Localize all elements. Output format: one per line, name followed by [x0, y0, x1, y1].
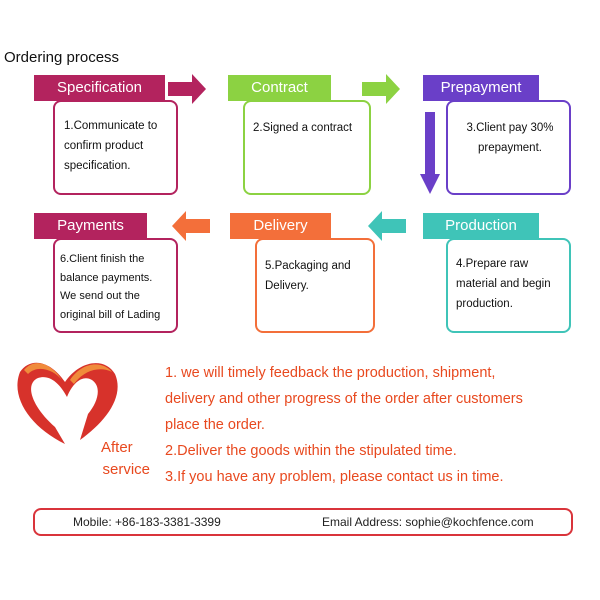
step-text-line: material and begin [456, 278, 551, 290]
step-label-delivery: Delivery [230, 213, 331, 239]
contact-bar: Mobile: +86-183-3381-3399 Email Address:… [33, 508, 573, 536]
arrow-left-icon [368, 211, 406, 241]
after-service-notes: 1. we will timely feedback the productio… [165, 360, 595, 490]
arrow-right-icon [362, 74, 400, 104]
step-text-line: 1.Communicate to [64, 120, 158, 132]
note-line: delivery and other progress of the order… [165, 391, 523, 407]
step-box-specification: 1.Communicate to confirm product specifi… [53, 100, 178, 195]
step-label-production: Production [423, 213, 539, 239]
step-box-payments: 6.Client finish the balance payments. We… [53, 238, 178, 333]
after-service-logo [17, 362, 118, 444]
note-line: 1. we will timely feedback the productio… [165, 365, 496, 381]
step-text-line: balance payments. [60, 271, 153, 284]
step-text-line: prepayment. [478, 142, 542, 154]
step-text-line: specification. [64, 160, 131, 172]
step-text-line: confirm product [64, 140, 144, 152]
step-text-line: production. [456, 298, 513, 310]
step-box-delivery: 5.Packaging and Delivery. [255, 238, 375, 333]
note-line: 2.Deliver the goods within the stipulate… [165, 443, 457, 459]
note-line: 3.If you have any problem, please contac… [165, 469, 504, 485]
step-text-line: 3.Client pay 30% [466, 122, 554, 134]
after-service-label: service [102, 461, 150, 478]
step-label-payments: Payments [34, 213, 147, 239]
arrow-down-icon [420, 112, 440, 194]
after-service-label: After [101, 439, 133, 456]
step-text-line: 6.Client finish the [60, 253, 145, 265]
email-address: Email Address: sophie@kochfence.com [322, 515, 534, 529]
step-label-prepayment: Prepayment [423, 75, 539, 101]
page-title: Ordering process [4, 49, 120, 66]
note-line: place the order. [165, 417, 265, 433]
mobile-number: Mobile: +86-183-3381-3399 [73, 515, 221, 529]
step-box-prepayment: 3.Client pay 30% prepayment. [446, 100, 571, 195]
step-text-line: 4.Prepare raw [456, 258, 529, 270]
step-label-contract: Contract [228, 75, 331, 101]
step-text-line: original bill of Lading [60, 308, 161, 321]
step-text-line: 5.Packaging and [265, 260, 351, 272]
step-text-line: 2.Signed a contract [253, 122, 353, 134]
step-text-line: Delivery. [265, 280, 309, 292]
step-box-production: 4.Prepare raw material and begin product… [446, 238, 571, 333]
step-box-contract: 2.Signed a contract [243, 100, 371, 195]
arrow-left-icon [172, 211, 210, 241]
arrow-right-icon [168, 74, 206, 104]
step-label-specification: Specification [34, 75, 165, 101]
step-text-line: We send out the [60, 290, 140, 302]
